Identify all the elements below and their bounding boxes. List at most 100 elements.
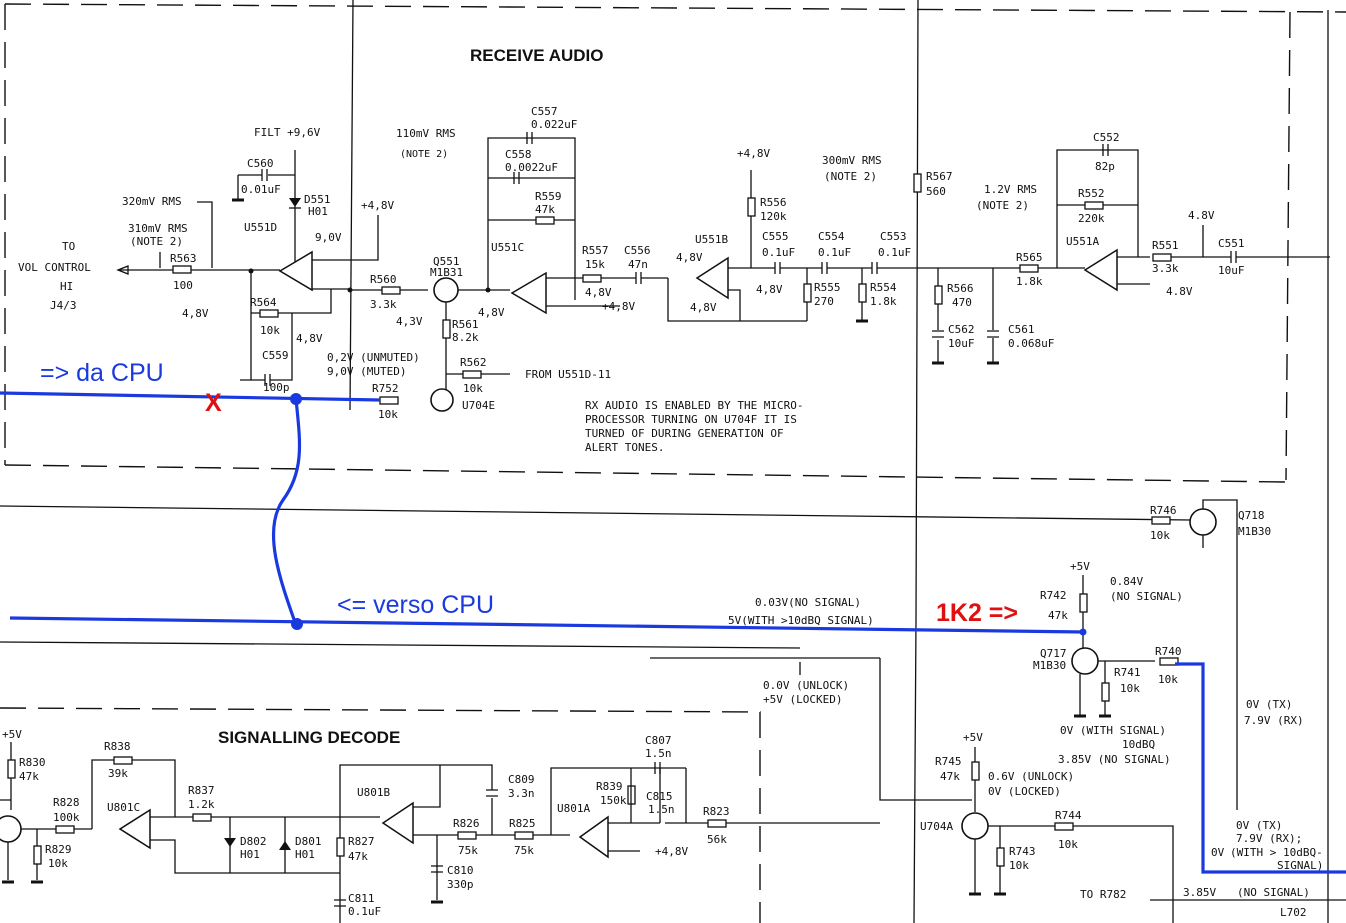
v-4-8-label: 4,8V (478, 306, 505, 319)
resistor-r556 (747, 197, 756, 217)
resistor-r746 (1151, 516, 1171, 525)
tx-0v-label: 0V (TX) (1246, 698, 1292, 711)
blue-wire-from-cpu (0, 391, 381, 402)
c562-value: 10uF (948, 337, 975, 350)
r743-value: 10k (1009, 859, 1029, 872)
resistor-r745 (971, 761, 980, 781)
r554-value: 1.8k (870, 295, 897, 308)
resistor-r562 (462, 370, 482, 379)
r559-ref: R559 (535, 190, 562, 203)
d802-value: H01 (240, 848, 260, 861)
r556-ref: R556 (760, 196, 787, 209)
no-signal-label: (NO SIGNAL) (1110, 590, 1183, 603)
r566-value: 470 (952, 296, 972, 309)
c552-ref: C552 (1093, 131, 1120, 144)
capacitor-c560 (261, 169, 268, 181)
r744-ref: R744 (1055, 809, 1082, 822)
r563-ref: R563 (170, 252, 197, 265)
divider-line-2 (913, 0, 919, 923)
blue-wire-right (1175, 662, 1346, 874)
resistor-change-label: 1K2 => (936, 599, 1018, 627)
from-cpu-label: => da CPU (40, 359, 164, 387)
signalling-decode-title: SIGNALLING DECODE (218, 728, 400, 747)
rms-310-label: 310mV RMS (128, 222, 188, 235)
rx-79-label: 7.9V (RX) (1244, 714, 1304, 727)
q718-ref: Q718 (1238, 509, 1265, 522)
resistor-r830 (7, 759, 16, 779)
v-4-8-label: 4,8V (756, 283, 783, 296)
resistor-r837 (192, 813, 212, 822)
c559-value: 100p (263, 381, 290, 394)
c554-ref: C554 (818, 230, 845, 243)
capacitor-c810 (431, 835, 443, 900)
r740-ref: R740 (1155, 645, 1182, 658)
capacitor-c555 (774, 262, 781, 274)
c561-value: 0.068uF (1008, 337, 1054, 350)
d551-ref: D551 (304, 193, 331, 206)
r752-ref: R752 (372, 382, 399, 395)
c556-ref: C556 (624, 244, 651, 257)
vol-control-output: TO VOL CONTROL HI J4/3 (18, 240, 280, 312)
wire (445, 289, 510, 400)
c815-value: 1.5n (648, 803, 675, 816)
capacitor-c553 (871, 262, 878, 274)
note-line: TURNED OF DURING GENERATION OF (585, 427, 784, 440)
v-4-8-label: 4,8V (585, 286, 612, 299)
resistor-r827 (336, 837, 345, 857)
resistor-r560 (381, 286, 401, 295)
wire (650, 657, 972, 801)
resistor-r563 (172, 265, 192, 274)
r827-ref: R827 (348, 835, 375, 848)
with-signal-0v-label: 0V (WITH SIGNAL) (1060, 724, 1166, 737)
r551-ref: R551 (1152, 239, 1179, 252)
c551-ref: C551 (1218, 237, 1245, 250)
r555-value: 270 (814, 295, 834, 308)
junction (485, 287, 491, 293)
resistor-r743 (996, 847, 1005, 867)
capacitor-c811 (334, 899, 346, 907)
label-j4-3: J4/3 (50, 299, 77, 312)
r741-value: 10k (1120, 682, 1140, 695)
note2-label: (NOTE 2) (976, 199, 1029, 212)
c554-value: 0.1uF (818, 246, 851, 259)
r829-value: 10k (48, 857, 68, 870)
capacitor-c807 (654, 762, 661, 774)
note-line: PROCESSOR TURNING ON U704F IT IS (585, 413, 797, 426)
r552-ref: R552 (1078, 187, 1105, 200)
wire (1117, 256, 1150, 285)
cut-mark-icon: X (205, 389, 222, 417)
capacitor-c562 (932, 330, 944, 338)
transistor-u704e (430, 388, 454, 412)
opamp-u551b (695, 256, 729, 300)
r559-value: 47k (535, 203, 555, 216)
c560-ref: C560 (247, 157, 274, 170)
no-signal-label: (NO SIGNAL) (1237, 886, 1310, 899)
diode-d551 (289, 198, 301, 207)
transistor-q551 (433, 277, 459, 303)
r745-ref: R745 (935, 755, 962, 768)
r837-ref: R837 (188, 784, 215, 797)
d801-ref: D801 (295, 835, 322, 848)
r741-ref: R741 (1114, 666, 1141, 679)
r838-ref: R838 (104, 740, 131, 753)
v-9-0-label: 9,0V (315, 231, 342, 244)
q717-ref: Q717 (1040, 647, 1067, 660)
r740-value: 10k (1158, 673, 1178, 686)
r742-ref: R742 (1040, 589, 1067, 602)
u551d-ref: U551D (244, 221, 277, 234)
transistor-q717 (1071, 647, 1099, 675)
l702-label: L702 (1280, 906, 1307, 919)
v-4-8-label-b: 4,8V (296, 332, 323, 345)
c553-value: 0.1uF (878, 246, 911, 259)
r552-value: 220k (1078, 212, 1105, 225)
resistor-r752 (379, 396, 399, 405)
plus-4-8-label: +4,8V (737, 147, 770, 160)
c807-value: 1.5n (645, 747, 672, 760)
resistor-r567 (913, 173, 922, 193)
rms-1-2-label: 1.2V RMS (984, 183, 1037, 196)
r825-value: 75k (514, 844, 534, 857)
rx79-label: 7.9V (RX); (1236, 832, 1302, 845)
c560-value: 0.01uF (241, 183, 281, 196)
c557-ref: C557 (531, 105, 558, 118)
r557-value: 15k (585, 258, 605, 271)
